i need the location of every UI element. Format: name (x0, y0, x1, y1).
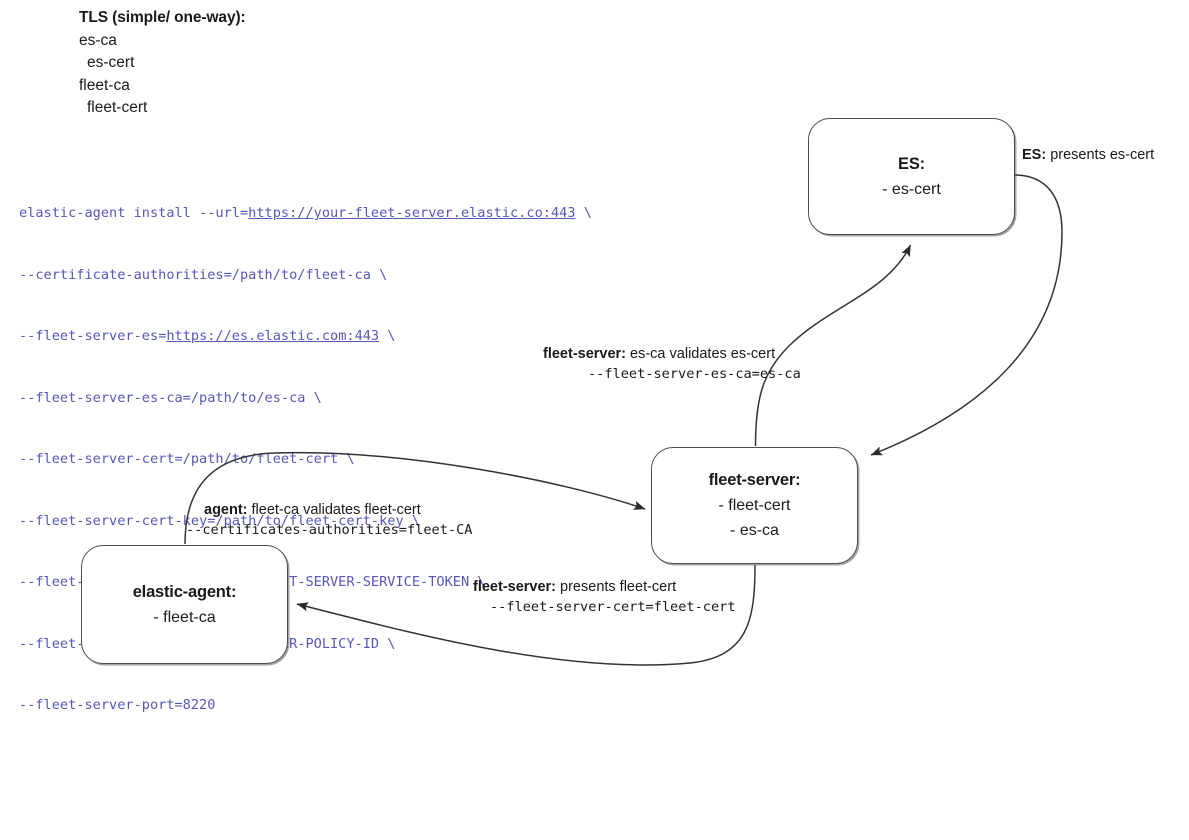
tls-legend-item-es-ca: es-ca (79, 31, 117, 49)
edge-label-fleetserver-presents-line: fleet-server: presents fleet-cert (473, 577, 736, 597)
node-es-item-0: - es-cert (882, 180, 941, 198)
edge-label-agent-validates-code: --certificates-authorities=fleet-CA (186, 522, 473, 538)
tls-legend-item-fleet-ca: fleet-ca (79, 76, 130, 94)
command-line-3: --fleet-server-es=https://es.elastic.com… (19, 326, 779, 347)
command-line-1-pre: elastic-agent install --url= (19, 205, 249, 221)
edge-label-es-presents-actor: ES: (1022, 147, 1047, 163)
node-elastic-agent[interactable]: elastic-agent: - fleet-ca (81, 545, 288, 664)
node-es-title: ES: (898, 154, 925, 173)
edge-label-fleetserver-validates-text: es-ca validates es-cert (626, 346, 776, 362)
command-line-1-post: \ (575, 205, 592, 221)
tls-legend-block: TLS (simple/ one-way): es-ca es-cert fle… (79, 7, 499, 120)
command-line-9: --fleet-server-port=8220 (19, 697, 216, 713)
command-line-3-pre: --fleet-server-es= (19, 328, 167, 344)
command-line-3-post: \ (379, 328, 396, 344)
command-line-3-url[interactable]: https://es.elastic.com:443 (166, 328, 380, 344)
command-line-1: elastic-agent install --url=https://your… (19, 203, 779, 224)
node-es[interactable]: ES: - es-cert (808, 118, 1015, 235)
edge-label-fleetserver-presents: fleet-server: presents fleet-cert --flee… (473, 577, 736, 617)
node-elastic-agent-item-0: - fleet-ca (153, 608, 216, 626)
command-line-1-url[interactable]: https://your-fleet-server.elastic.co:443 (248, 205, 576, 221)
edge-label-es-presents-text: presents es-cert (1046, 147, 1155, 163)
edge-label-fleetserver-presents-code: --fleet-server-cert=fleet-cert (490, 599, 736, 615)
edge-label-agent-validates-text: fleet-ca validates fleet-cert (247, 502, 421, 518)
command-line-4: --fleet-server-es-ca=/path/to/es-ca \ (19, 389, 322, 406)
edge-label-fleetserver-presents-actor: fleet-server: (473, 579, 557, 595)
edge-label-fleetserver-presents-text: presents fleet-cert (556, 579, 677, 595)
command-line-2: --certificate-authorities=/path/to/fleet… (19, 266, 388, 283)
edge-label-fleetserver-validates-line: fleet-server: es-ca validates es-cert (543, 344, 801, 364)
edge-label-fleetserver-validates-code: --fleet-server-es-ca=es-ca (588, 366, 801, 382)
edge-label-fleetserver-validates: fleet-server: es-ca validates es-cert --… (543, 344, 801, 384)
edge-label-agent-validates: agent: fleet-ca validates fleet-cert --c… (186, 500, 472, 540)
node-fleet-server-title: fleet-server: (708, 471, 801, 489)
edge-label-es-presents: ES: presents es-cert (1022, 145, 1154, 165)
edge-label-agent-validates-line: agent: fleet-ca validates fleet-cert (204, 500, 472, 520)
node-fleet-server[interactable]: fleet-server: - fleet-cert - es-ca (651, 447, 858, 564)
node-fleet-server-item-1: - es-ca (730, 522, 779, 539)
edge-label-agent-validates-actor: agent: (204, 502, 248, 518)
edge-label-es-presents-line: ES: presents es-cert (1022, 145, 1154, 165)
node-elastic-agent-title: elastic-agent: (132, 582, 237, 601)
tls-legend-item-fleet-cert: fleet-cert (87, 99, 148, 116)
node-fleet-server-item-0: - fleet-cert (718, 497, 791, 514)
edge-label-fleetserver-validates-actor: fleet-server: (543, 346, 627, 362)
tls-legend-item-es-cert: es-cert (87, 54, 135, 71)
tls-legend-title: TLS (simple/ one-way): (79, 9, 246, 26)
